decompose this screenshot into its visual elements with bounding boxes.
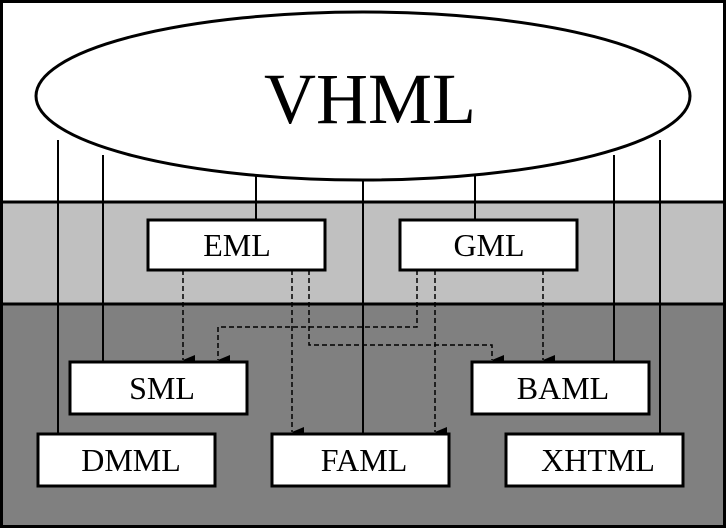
- vhml-ellipse: [34, 10, 692, 182]
- sml-box: [68, 360, 249, 416]
- faml-label: FAML: [321, 442, 408, 478]
- solid-connectors: [57, 140, 661, 434]
- baml-box: [470, 360, 651, 416]
- arrow-gml-sml: [217, 270, 418, 365]
- xhtml-label: XHTML: [541, 442, 655, 478]
- gml-label: GML: [453, 227, 524, 263]
- xhtml-box: [504, 432, 685, 488]
- sml-label: SML: [129, 370, 195, 406]
- vhml-title: VHML: [264, 59, 476, 139]
- dashed-arrows: [182, 270, 555, 437]
- eml-box: [146, 218, 327, 272]
- arrow-eml-baml: [308, 270, 504, 365]
- eml-label: EML: [203, 227, 271, 263]
- dmml-box: [36, 432, 217, 488]
- dmml-label: DMML: [81, 442, 181, 478]
- faml-box: [270, 432, 451, 488]
- gml-box: [398, 218, 579, 272]
- baml-label: BAML: [517, 370, 609, 406]
